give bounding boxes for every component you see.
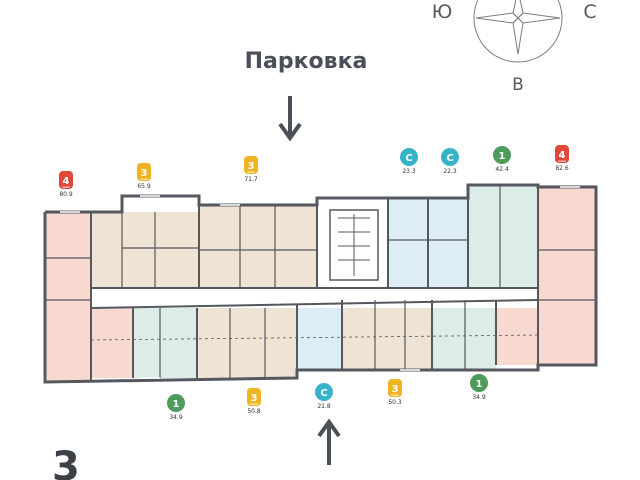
apartment-area: 82.6 <box>555 165 569 172</box>
rooms-unit: комн <box>391 394 399 397</box>
rooms-unit: комн <box>62 186 70 189</box>
apartment-area: 34.9 <box>472 394 486 401</box>
rooms-badge <box>555 145 569 163</box>
entrance-arrow-icon <box>317 418 341 465</box>
rooms-count: 3 <box>251 393 258 404</box>
rooms-count: 1 <box>499 151 506 162</box>
compass-south-needle <box>475 12 519 24</box>
rooms-count: 4 <box>559 150 566 161</box>
parking-label: Парковка <box>245 49 368 74</box>
apartment-marker[interactable]: С 23.3 <box>400 148 418 175</box>
rooms-badge <box>59 171 73 189</box>
parking-arrow-icon <box>278 96 302 142</box>
compass-north-label: С <box>583 1 596 23</box>
rooms-unit: комн <box>250 403 258 406</box>
compass-east-needle <box>512 17 524 55</box>
compass-north-needle <box>517 12 561 24</box>
rooms-unit: комн <box>140 178 148 181</box>
compass-east-label: В <box>512 75 524 95</box>
rooms-badge <box>167 394 185 412</box>
apartment-marker[interactable]: 4 комн 80.9 <box>59 171 73 198</box>
compass: Ю С В <box>432 0 597 95</box>
apartment-marker[interactable]: 3 комн 50.8 <box>247 388 261 415</box>
apartment-area: 42.4 <box>495 166 509 173</box>
rooms-count: 1 <box>173 399 180 410</box>
building-plan <box>43 183 598 384</box>
apartment-marker[interactable]: 3 комн 50.3 <box>388 379 402 406</box>
apartment-area: 71.7 <box>244 176 258 183</box>
apartment-area: 21.8 <box>317 403 331 410</box>
apartment-marker[interactable]: С 22.3 <box>441 148 459 175</box>
rooms-unit: комн <box>247 171 255 174</box>
rooms-count: 4 <box>63 176 70 187</box>
apartment-area: 34.9 <box>169 414 183 421</box>
rooms-count: С <box>320 388 327 399</box>
apartment-area: 23.3 <box>402 168 416 175</box>
rooms-count: С <box>405 153 412 164</box>
section-number: 3 <box>52 444 80 480</box>
apartment-marker[interactable]: 1 42.4 <box>493 146 511 173</box>
apartment-area: 22.3 <box>443 168 457 175</box>
rooms-badge <box>137 163 151 181</box>
rooms-count: С <box>446 153 453 164</box>
compass-south-label: Ю <box>432 1 453 23</box>
rooms-badge <box>315 383 333 401</box>
apartment-marker[interactable]: С 21.8 <box>315 383 333 410</box>
rooms-count: 3 <box>141 168 148 179</box>
rooms-badge <box>388 379 402 397</box>
apartment-marker[interactable]: 3 комн 65.9 <box>137 163 151 190</box>
rooms-count: 3 <box>392 384 399 395</box>
rooms-badge <box>400 148 418 166</box>
rooms-badge <box>247 388 261 406</box>
rooms-badge <box>441 148 459 166</box>
rooms-count: 3 <box>248 161 255 172</box>
compass-up-needle <box>512 0 524 19</box>
apartment-marker[interactable]: 1 34.9 <box>167 394 185 421</box>
apartment-area: 65.9 <box>137 183 151 190</box>
rooms-unit: комн <box>558 160 566 163</box>
rooms-badge <box>244 156 258 174</box>
rooms-count: 1 <box>476 379 483 390</box>
apartment-marker[interactable]: 1 34.9 <box>470 374 488 401</box>
rooms-badge <box>493 146 511 164</box>
rooms-badge <box>470 374 488 392</box>
apartment-marker[interactable]: 3 комн 71.7 <box>244 156 258 183</box>
apartment-area: 50.3 <box>388 399 402 406</box>
apartment-area: 50.8 <box>247 408 261 415</box>
apartment-marker[interactable]: 4 комн 82.6 <box>555 145 569 172</box>
apartment-area: 80.9 <box>59 191 73 198</box>
